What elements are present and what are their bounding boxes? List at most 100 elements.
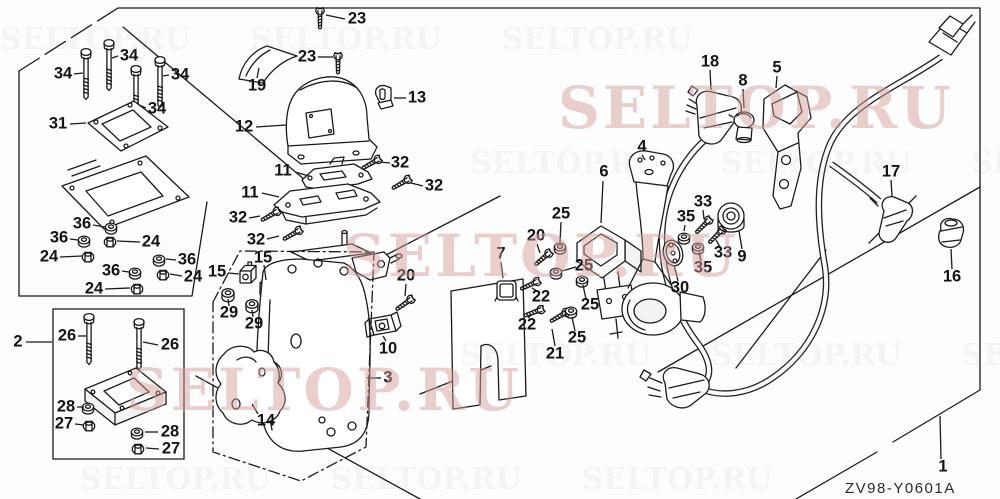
screw-32-b	[389, 173, 414, 193]
part-label-32: 32	[390, 153, 410, 172]
plate-31-drawing	[87, 100, 169, 152]
part-label-26: 26	[57, 326, 77, 345]
part-label-20: 20	[526, 226, 546, 245]
part-label-22: 22	[531, 287, 551, 306]
part-label-26: 26	[160, 335, 180, 354]
part-label-25: 25	[551, 204, 571, 223]
part-label-15: 15	[253, 248, 273, 267]
part-label-36: 36	[177, 250, 197, 269]
boot-14-drawing	[215, 345, 286, 425]
part-label-2: 2	[13, 332, 23, 351]
grommet-9-drawing	[717, 202, 745, 233]
part-label-32: 32	[246, 230, 266, 249]
part-label-17: 17	[881, 162, 901, 181]
screw-23-b	[333, 51, 343, 75]
part-label-25: 25	[567, 328, 587, 347]
part-label-36: 36	[72, 214, 92, 233]
part-label-7: 7	[496, 244, 506, 263]
housing-12-drawing	[285, 76, 378, 165]
part-label-29: 29	[219, 303, 239, 322]
part-label-20: 20	[396, 266, 416, 285]
part-label-4: 4	[637, 137, 647, 156]
part-label-14: 14	[256, 411, 276, 430]
drawing-code: ZV98-Y0601A	[845, 480, 956, 497]
screw-33-a	[692, 214, 715, 237]
clamp-13-drawing	[374, 84, 394, 110]
screw-32-d	[280, 224, 305, 244]
strip-19-drawing	[238, 45, 298, 84]
part-label-25: 25	[574, 256, 594, 275]
part-label-11: 11	[241, 183, 259, 202]
part-label-6: 6	[599, 162, 609, 181]
part-label-28: 28	[56, 397, 76, 416]
part-label-24: 24	[39, 247, 59, 266]
screw-20-b	[393, 293, 417, 314]
screw-32-c	[258, 205, 283, 225]
bracket-11-upper	[301, 156, 373, 190]
part-label-27: 27	[161, 439, 181, 458]
nut-25-b	[549, 267, 563, 280]
part-label-34: 34	[170, 65, 190, 84]
control-cables	[658, 54, 943, 397]
lever-4-drawing	[621, 150, 706, 336]
lower-connector-drawing	[639, 367, 710, 409]
part-label-25: 25	[580, 295, 600, 314]
part-label-34: 34	[119, 46, 139, 65]
part-label-24: 24	[84, 279, 104, 298]
part-label-11: 11	[274, 161, 292, 180]
screw-23-a	[315, 6, 325, 30]
part-label-35: 35	[693, 258, 713, 277]
box-2-border	[52, 308, 185, 460]
washer-35-a	[677, 232, 691, 245]
bracket-kit-2-parts	[81, 312, 167, 455]
bracket-11-lower	[273, 183, 381, 225]
cap-7-drawing	[494, 280, 519, 302]
corner-connector-drawing	[928, 14, 976, 56]
outer-frame-border	[18, 7, 981, 499]
grommet-29-a	[221, 288, 235, 303]
part-label-8: 8	[738, 71, 748, 90]
part-label-36: 36	[101, 261, 121, 280]
part-label-32: 32	[228, 208, 248, 227]
part-label-36: 36	[49, 228, 69, 247]
part-label-22: 22	[517, 315, 537, 334]
nut-25-a	[553, 242, 567, 255]
part-label-34: 34	[147, 99, 167, 118]
screw-20-a	[531, 247, 555, 269]
part-label-35: 35	[676, 207, 696, 226]
part-label-27: 27	[54, 414, 74, 433]
connector-18-drawing	[685, 85, 743, 145]
washer-35-b	[691, 242, 705, 255]
part-label-10: 10	[378, 339, 398, 358]
part-label-16: 16	[942, 267, 962, 286]
part-label-5: 5	[772, 58, 782, 77]
part-label-29: 29	[244, 314, 264, 333]
part-label-24: 24	[183, 267, 203, 286]
part-label-23: 23	[297, 47, 317, 66]
bracket-5-drawing	[762, 84, 812, 210]
part-label-34: 34	[53, 64, 73, 83]
part-label-23: 23	[347, 9, 367, 28]
grommet-29-b	[245, 299, 259, 314]
part-label-33: 33	[693, 192, 713, 211]
nut-25-c	[575, 275, 589, 288]
knob-8-drawing	[728, 111, 755, 144]
part-label-18: 18	[700, 52, 720, 71]
connector-17-drawing	[868, 195, 917, 244]
part-label-15: 15	[207, 262, 227, 281]
part-label-30: 30	[670, 278, 690, 297]
part-label-28: 28	[160, 422, 180, 441]
part-label-13: 13	[407, 88, 427, 107]
part-label-1: 1	[938, 457, 948, 476]
part-label-9: 9	[737, 247, 747, 266]
part-label-21: 21	[545, 344, 565, 363]
plate-30-drawing	[662, 239, 684, 267]
part-label-33: 33	[713, 243, 733, 262]
part-label-24: 24	[141, 232, 161, 251]
part-label-12: 12	[234, 117, 254, 136]
part-label-19: 19	[247, 76, 267, 95]
subassembly-chain-box	[212, 250, 375, 482]
shim-sheet-drawing	[450, 278, 527, 410]
part-label-3: 3	[383, 368, 393, 387]
